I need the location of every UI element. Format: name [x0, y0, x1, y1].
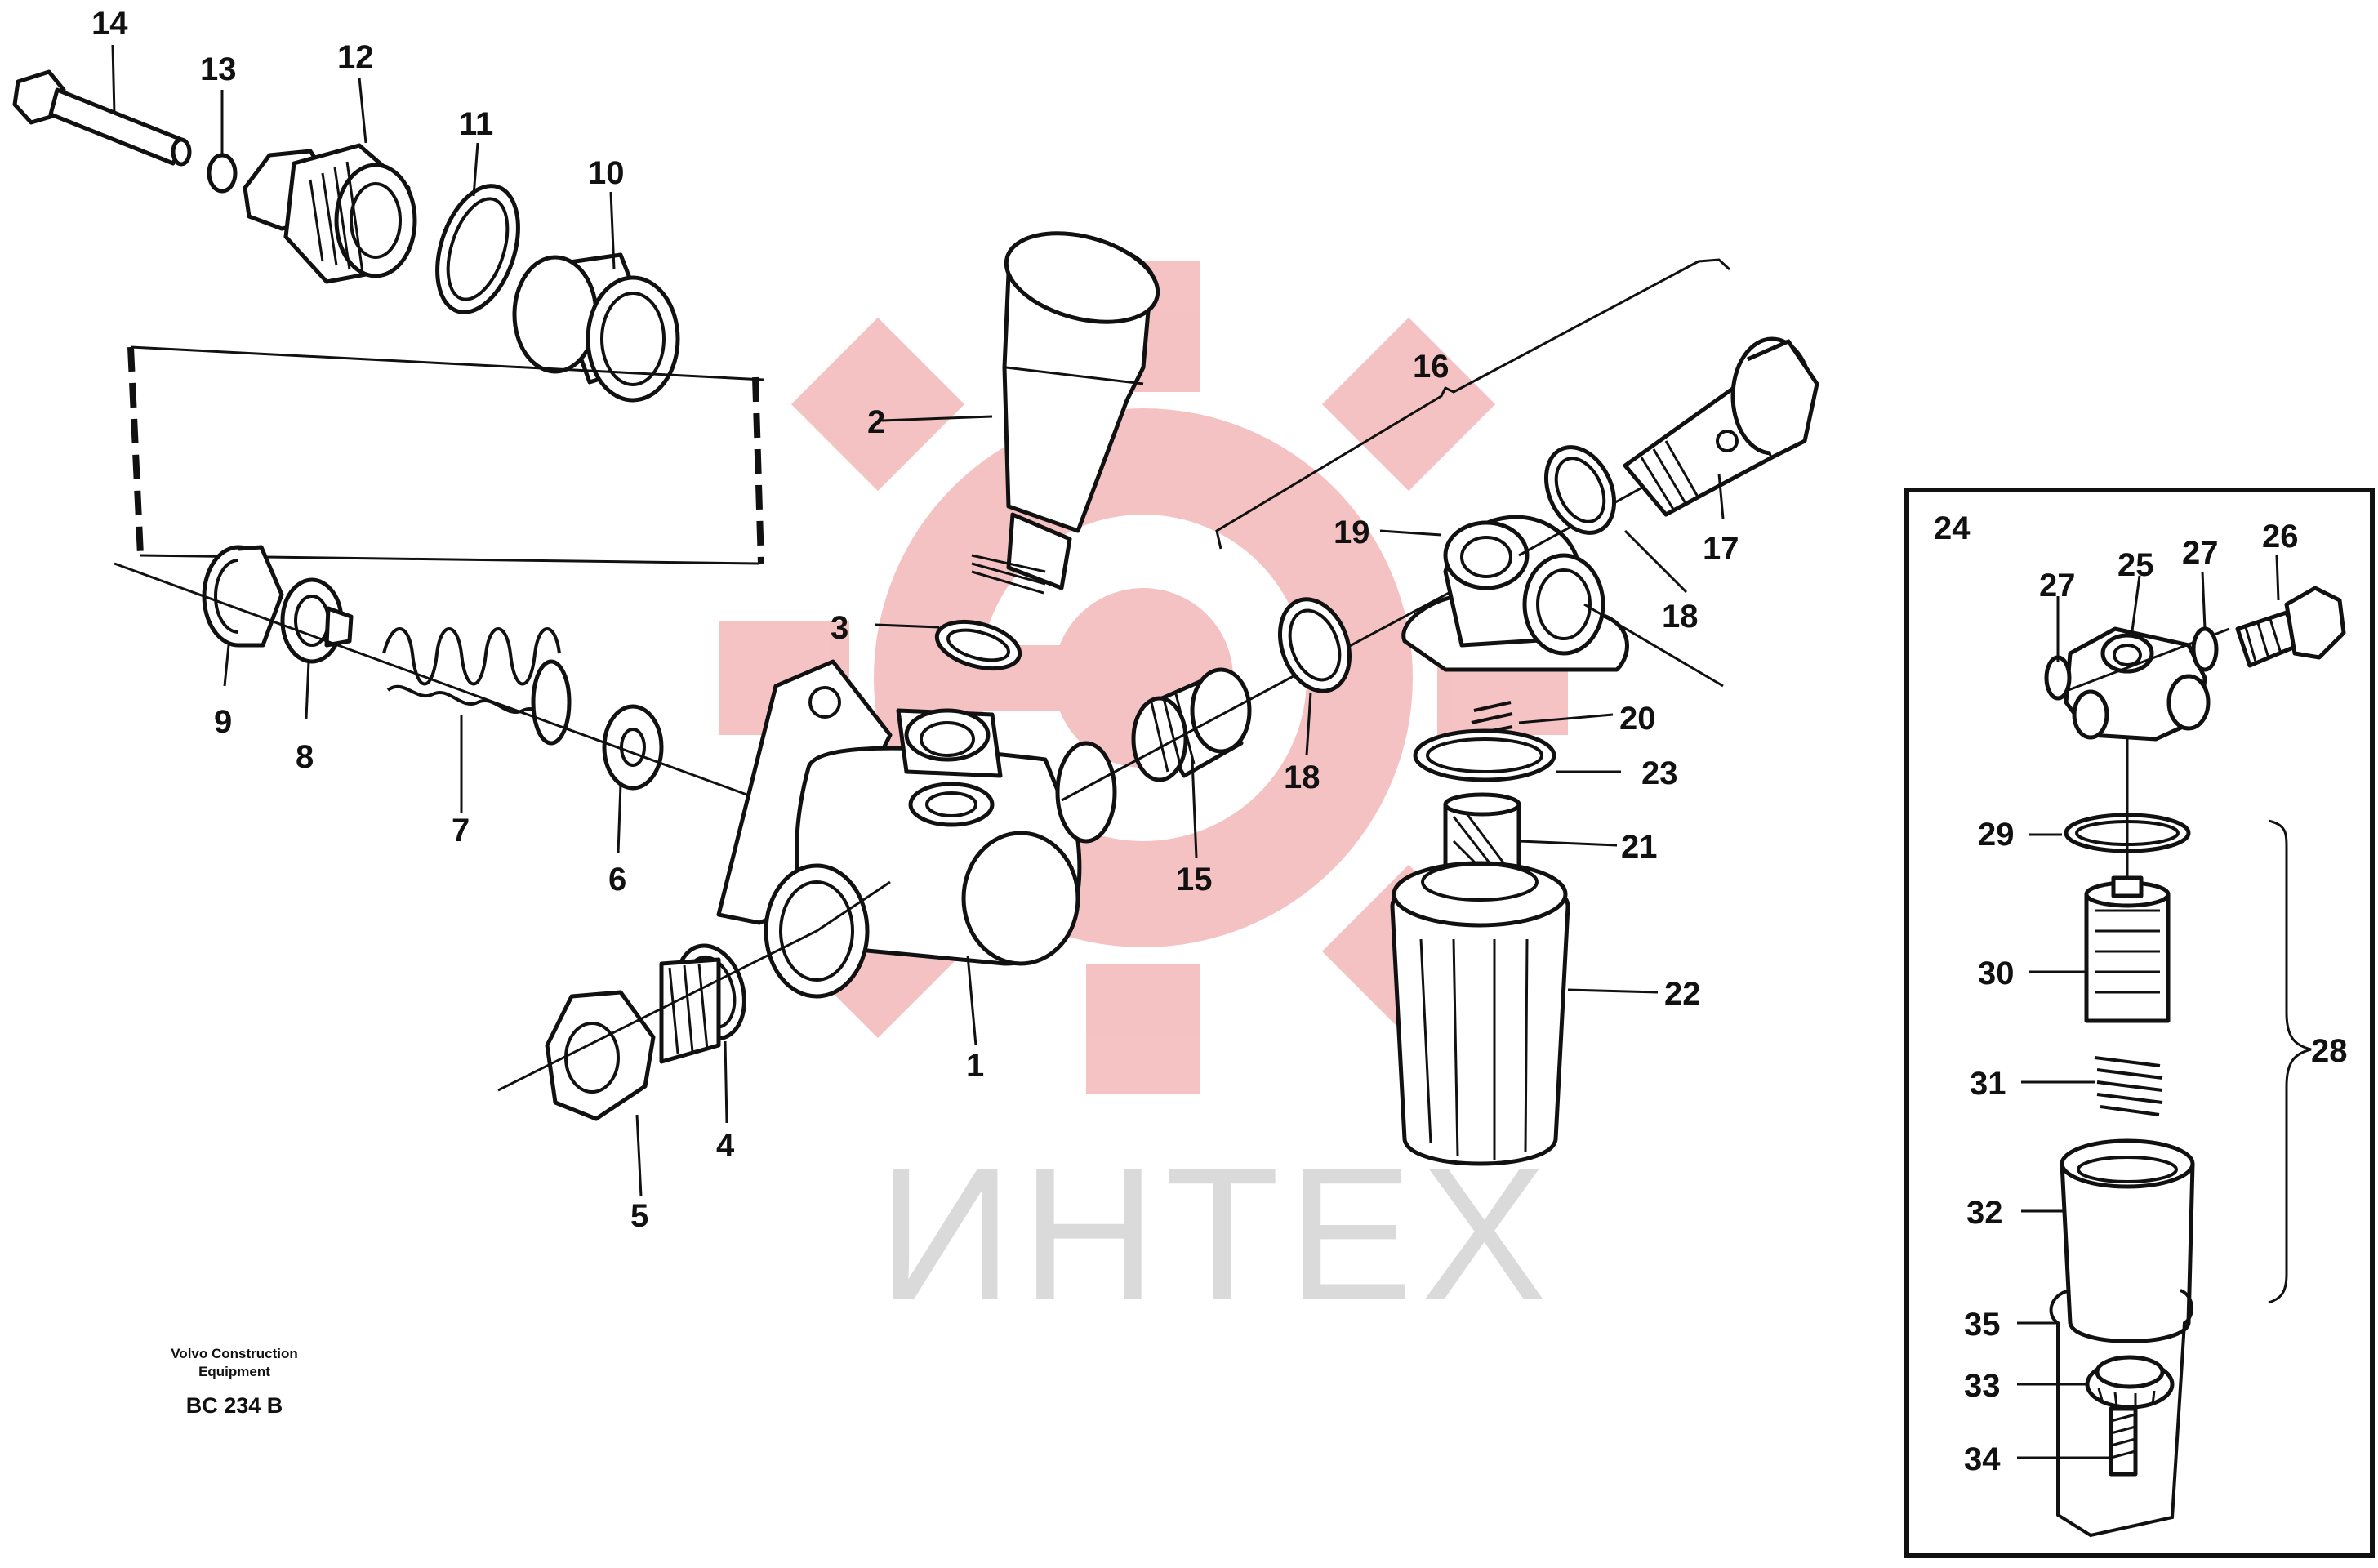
- part-3-o-ring: [934, 620, 1022, 670]
- part-34-drain-screw: [2109, 1406, 2138, 1477]
- label-31: 31: [1970, 1066, 2006, 1102]
- label-16: 16: [1413, 349, 1450, 385]
- label-8: 8: [296, 739, 314, 775]
- label-17: 17: [1703, 531, 1739, 567]
- part-19-filter-head: [1401, 514, 1629, 672]
- part-30-filter-element: [2084, 875, 2171, 1023]
- label-27-left: 27: [2039, 568, 2076, 604]
- part-27-washer-right: [2191, 626, 2219, 672]
- label-11: 11: [459, 106, 493, 142]
- label-26: 26: [2262, 519, 2299, 555]
- caption-block: Volvo Construction Equipment BC 234 B: [171, 1346, 298, 1418]
- label-27-right: 27: [2182, 535, 2219, 571]
- label-3: 3: [831, 610, 848, 646]
- label-30: 30: [1978, 956, 2015, 991]
- label-29: 29: [1978, 817, 2015, 853]
- label-24: 24: [1934, 510, 1971, 546]
- label-7: 7: [452, 813, 470, 849]
- part-33-knob: [2085, 1355, 2175, 1410]
- label-28: 28: [2311, 1033, 2348, 1069]
- label-6: 6: [608, 862, 626, 898]
- caption-code: BC 234 B: [186, 1393, 283, 1418]
- label-18-left: 18: [1284, 760, 1320, 795]
- label-5: 5: [630, 1198, 648, 1234]
- label-25: 25: [2117, 547, 2154, 583]
- label-35: 35: [1964, 1307, 2001, 1343]
- label-34: 34: [1964, 1441, 2001, 1477]
- label-14: 14: [91, 6, 128, 42]
- part-32-bowl: [2060, 1138, 2195, 1343]
- part-17-banjo-bolt: [1623, 336, 1819, 517]
- label-23: 23: [1641, 755, 1678, 791]
- part-12-threaded-plug: [243, 143, 417, 284]
- part-31-spring: [2094, 1056, 2163, 1116]
- part-9-cup: [202, 545, 284, 648]
- label-13: 13: [200, 51, 237, 87]
- label-15: 15: [1176, 862, 1213, 898]
- label-19: 19: [1334, 514, 1370, 550]
- assembly-bracket-16: [1215, 258, 1731, 550]
- part-10-sleeve: [512, 252, 680, 403]
- label-22: 22: [1664, 976, 1701, 1012]
- part-11-o-ring: [435, 184, 520, 314]
- caption-line-2: Equipment: [198, 1364, 270, 1379]
- part-7-spring: [382, 627, 572, 746]
- label-18-right: 18: [1662, 599, 1699, 635]
- label-2: 2: [867, 404, 885, 440]
- label-10: 10: [588, 155, 625, 191]
- caption-line-1: Volvo Construction: [171, 1346, 298, 1361]
- leader-lines: [111, 44, 2280, 1459]
- watermark-text: ИНТЕХ: [878, 1129, 1555, 1339]
- part-labels: 14 13 12 11 10 9 8 7 6 2 3 1 4 5 15 18 1…: [91, 6, 2348, 1477]
- label-21: 21: [1621, 829, 1658, 865]
- part-1-pump-body: [716, 659, 1117, 999]
- part-27-washer-left: [2044, 655, 2072, 701]
- label-12: 12: [337, 39, 374, 75]
- label-1: 1: [966, 1048, 984, 1084]
- part-14-bolt: [12, 69, 192, 167]
- part-13-washer: [207, 153, 238, 194]
- label-4: 4: [716, 1128, 735, 1164]
- label-33: 33: [1964, 1368, 2001, 1404]
- part-8-valve: [280, 577, 354, 664]
- part-15-fitting: [1131, 667, 1252, 782]
- part-26-bolt: [2235, 586, 2346, 668]
- part-18-o-ring-right: [1543, 445, 1617, 535]
- part-5-nut: [545, 957, 721, 1121]
- part-22-filter-bowl: [1390, 861, 1570, 1166]
- part-6-washer: [602, 704, 664, 791]
- label-32: 32: [1966, 1195, 2003, 1231]
- part-18-o-ring-left: [1277, 597, 1352, 693]
- label-20: 20: [1619, 701, 1656, 737]
- part-2-hand-pump: [971, 231, 1160, 595]
- inset-frame: [1904, 488, 2375, 1558]
- label-9: 9: [214, 704, 232, 740]
- part-35-clip: [2049, 1289, 2193, 1538]
- bracket-brace-28: [2268, 819, 2312, 1304]
